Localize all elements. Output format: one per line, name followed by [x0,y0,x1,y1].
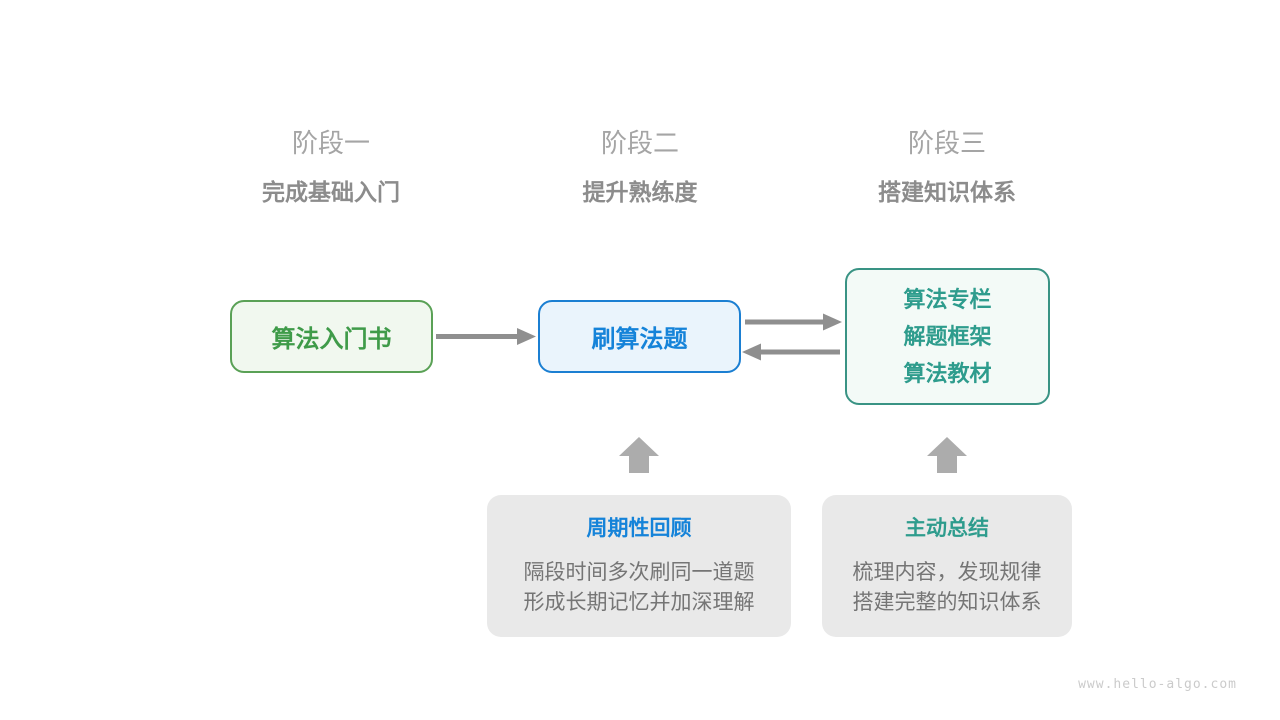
stage-3-header: 阶段三 搭建知识体系 [787,127,1107,207]
node-resources-line-1: 算法专栏 [903,287,992,312]
note-active-summary: 主动总结 梳理内容，发现规律 搭建完整的知识体系 [822,495,1072,637]
arrow-right-icon [436,328,536,345]
node-practice-label: 刷算法题 [591,326,688,353]
node-resources-line-3: 算法教材 [903,361,992,386]
stage-1-header: 阶段一 完成基础入门 [171,127,491,207]
note-active-summary-title: 主动总结 [905,517,989,540]
note-periodic-review-line-1: 隔段时间多次刷同一道题 [523,561,755,584]
stage-2-title: 阶段二 [600,128,679,158]
node-resources: 算法专栏 解题框架 算法教材 [845,268,1050,405]
note-periodic-review: 周期性回顾 隔段时间多次刷同一道题 形成长期记忆并加深理解 [487,495,791,637]
stage-1-title: 阶段一 [291,128,370,158]
stage-3-subtitle: 搭建知识体系 [878,179,1016,205]
note-active-summary-line-2: 搭建完整的知识体系 [852,591,1042,614]
arrow-right-icon [745,313,842,331]
stage-2-subtitle: 提升熟练度 [582,179,698,205]
arrow-left-icon [742,343,840,361]
watermark-url: www.hello-algo.com [1078,677,1237,692]
arrow-up-icon [619,437,659,473]
stage-2-header: 阶段二 提升熟练度 [480,127,800,207]
stage-1-subtitle: 完成基础入门 [262,179,400,205]
node-practice: 刷算法题 [538,300,741,373]
note-active-summary-body: 梳理内容，发现规律 搭建完整的知识体系 [822,558,1072,618]
note-periodic-review-line-2: 形成长期记忆并加深理解 [523,591,755,614]
note-periodic-review-body: 隔段时间多次刷同一道题 形成长期记忆并加深理解 [487,558,791,618]
note-periodic-review-title: 周期性回顾 [586,517,692,540]
stage-3-title: 阶段三 [907,128,986,158]
arrow-up-icon [927,437,967,473]
node-resources-line-2: 解题框架 [903,324,992,349]
node-intro-book-label: 算法入门书 [271,326,392,353]
node-intro-book: 算法入门书 [230,300,433,373]
note-active-summary-line-1: 梳理内容，发现规律 [852,561,1042,584]
